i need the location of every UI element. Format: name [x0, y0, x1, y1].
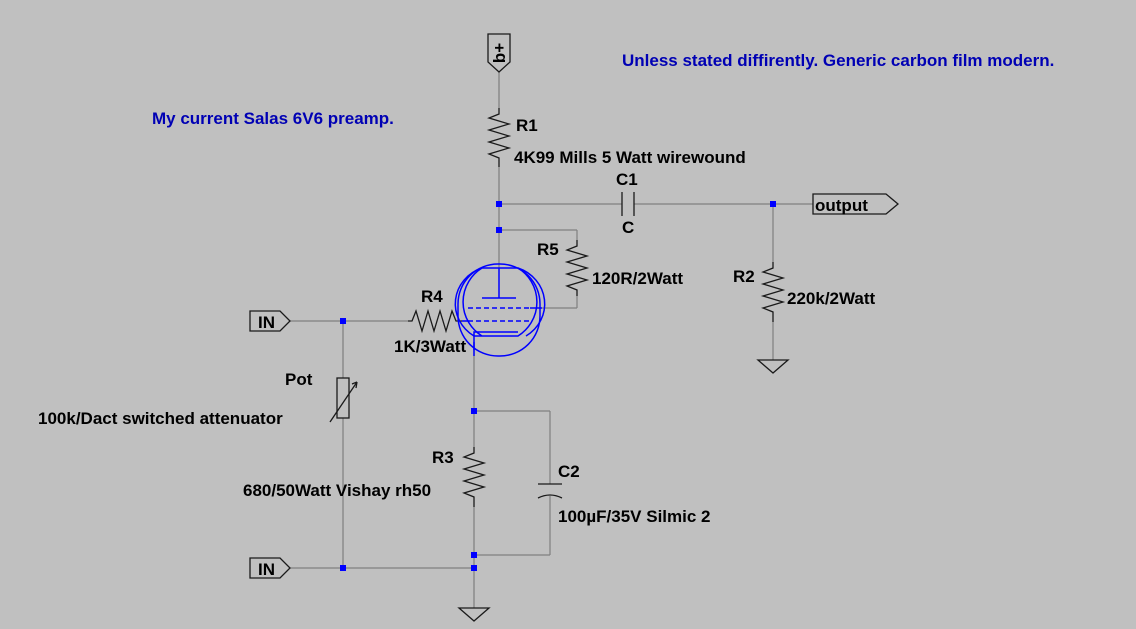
r2-value: 220k/2Watt: [787, 289, 876, 308]
c2-ref: C2: [558, 462, 580, 481]
note-top-left: My current Salas 6V6 preamp.: [152, 109, 394, 128]
pot-ref: Pot: [285, 370, 313, 389]
ground-symbol-main: [457, 607, 491, 622]
vacuum-tube[interactable]: [454, 263, 546, 357]
capacitor-c2[interactable]: C2 100µF/35V Silmic 2: [537, 462, 711, 526]
input-port-bottom-label: IN: [258, 560, 275, 579]
r1-ref: R1: [516, 116, 538, 135]
supply-port-label: b+: [490, 43, 509, 63]
junction-dot: [770, 201, 776, 207]
r5-value: 120R/2Watt: [592, 269, 683, 288]
junction-dot: [471, 565, 477, 571]
supply-port[interactable]: b+: [487, 33, 511, 73]
tube-cathode: [473, 331, 518, 336]
c1-ref: C1: [616, 170, 638, 189]
potentiometer[interactable]: Pot 100k/Dact switched attenuator: [38, 370, 358, 428]
r4-value: 1K/3Watt: [394, 337, 466, 356]
tube-envelope: [457, 263, 541, 357]
input-port-top[interactable]: IN: [249, 310, 291, 332]
junction-dot: [496, 227, 502, 233]
output-port-label: output: [815, 196, 868, 215]
c2-value: 100µF/35V Silmic 2: [558, 507, 711, 526]
resistor-r5[interactable]: R5 120R/2Watt: [537, 240, 683, 296]
pot-value: 100k/Dact switched attenuator: [38, 409, 283, 428]
r1-value: 4K99 Mills 5 Watt wirewound: [514, 148, 746, 167]
ground-symbol-r2: [756, 359, 790, 374]
output-port[interactable]: output: [812, 193, 900, 215]
wires: [290, 72, 813, 608]
resistor-r4[interactable]: R4 1K/3Watt: [394, 287, 466, 356]
resistor-r2[interactable]: R2 220k/2Watt: [733, 262, 876, 322]
r2-ref: R2: [733, 267, 755, 286]
junction-dot: [471, 408, 477, 414]
input-port-top-label: IN: [258, 313, 275, 332]
note-top-right: Unless stated diffirently. Generic carbo…: [622, 51, 1054, 70]
r3-ref: R3: [432, 448, 454, 467]
capacitor-c1[interactable]: C1 C: [616, 170, 638, 237]
junction-dot: [496, 201, 502, 207]
resistor-r3[interactable]: R3 680/50Watt Vishay rh50: [243, 447, 487, 507]
junction-dot: [340, 318, 346, 324]
r3-value: 680/50Watt Vishay rh50: [243, 481, 431, 500]
junction-dot: [340, 565, 346, 571]
input-port-bottom[interactable]: IN: [249, 557, 291, 579]
junctions: [340, 201, 776, 571]
r5-ref: R5: [537, 240, 559, 259]
junction-dot: [471, 552, 477, 558]
c1-value: C: [622, 218, 634, 237]
r4-ref: R4: [421, 287, 443, 306]
resistor-r1[interactable]: R1 4K99 Mills 5 Watt wirewound: [486, 108, 746, 167]
